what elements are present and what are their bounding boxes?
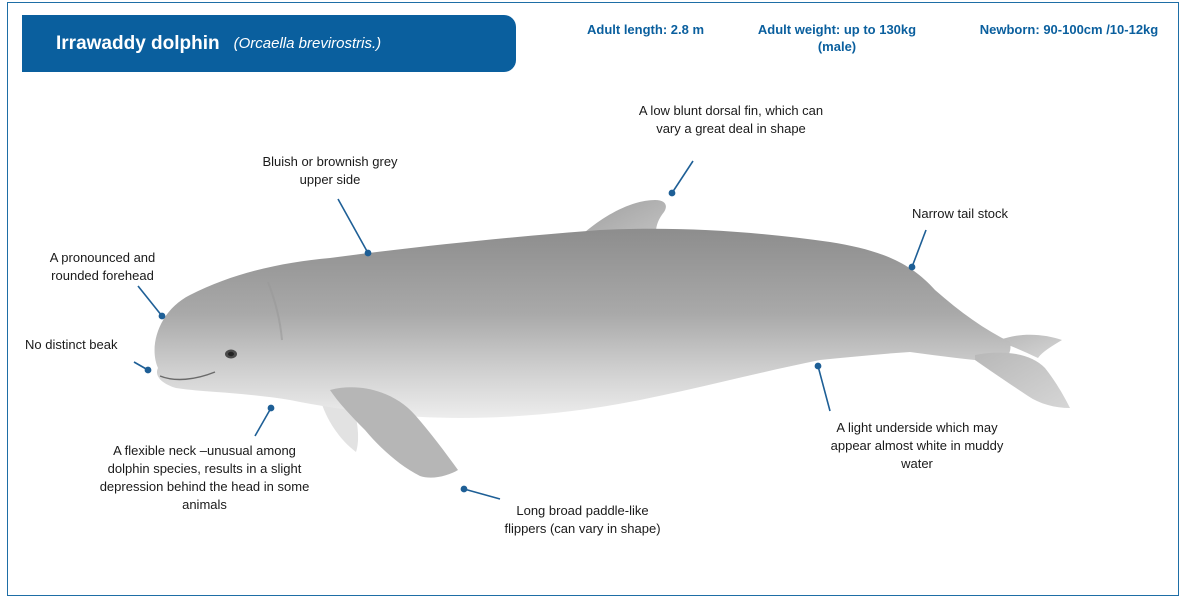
leader-upper	[338, 199, 368, 253]
annotation-tail-stock: Narrow tail stock	[900, 205, 1020, 223]
dolphin-body	[155, 229, 1011, 418]
leader-dorsal	[672, 161, 693, 193]
annotation-upper-side: Bluish or brownish grey upper side	[250, 153, 410, 189]
leader-flipper	[464, 489, 500, 499]
annotation-neck: A flexible neck –unusual among dolphin s…	[97, 442, 312, 514]
leader-underside	[818, 366, 830, 411]
annotation-flippers: Long broad paddle-like flippers (can var…	[500, 502, 665, 538]
leader-tail	[912, 230, 926, 267]
annotation-beak: No distinct beak	[25, 336, 165, 354]
annotation-dorsal-fin: A low blunt dorsal fin, which can vary a…	[632, 102, 830, 138]
leader-neck	[255, 408, 271, 436]
leader-forehead	[138, 286, 162, 316]
annotation-forehead: A pronounced and rounded forehead	[30, 249, 175, 285]
annotation-underside: A light underside which may appear almos…	[826, 419, 1008, 473]
lower-fluke	[975, 353, 1070, 408]
